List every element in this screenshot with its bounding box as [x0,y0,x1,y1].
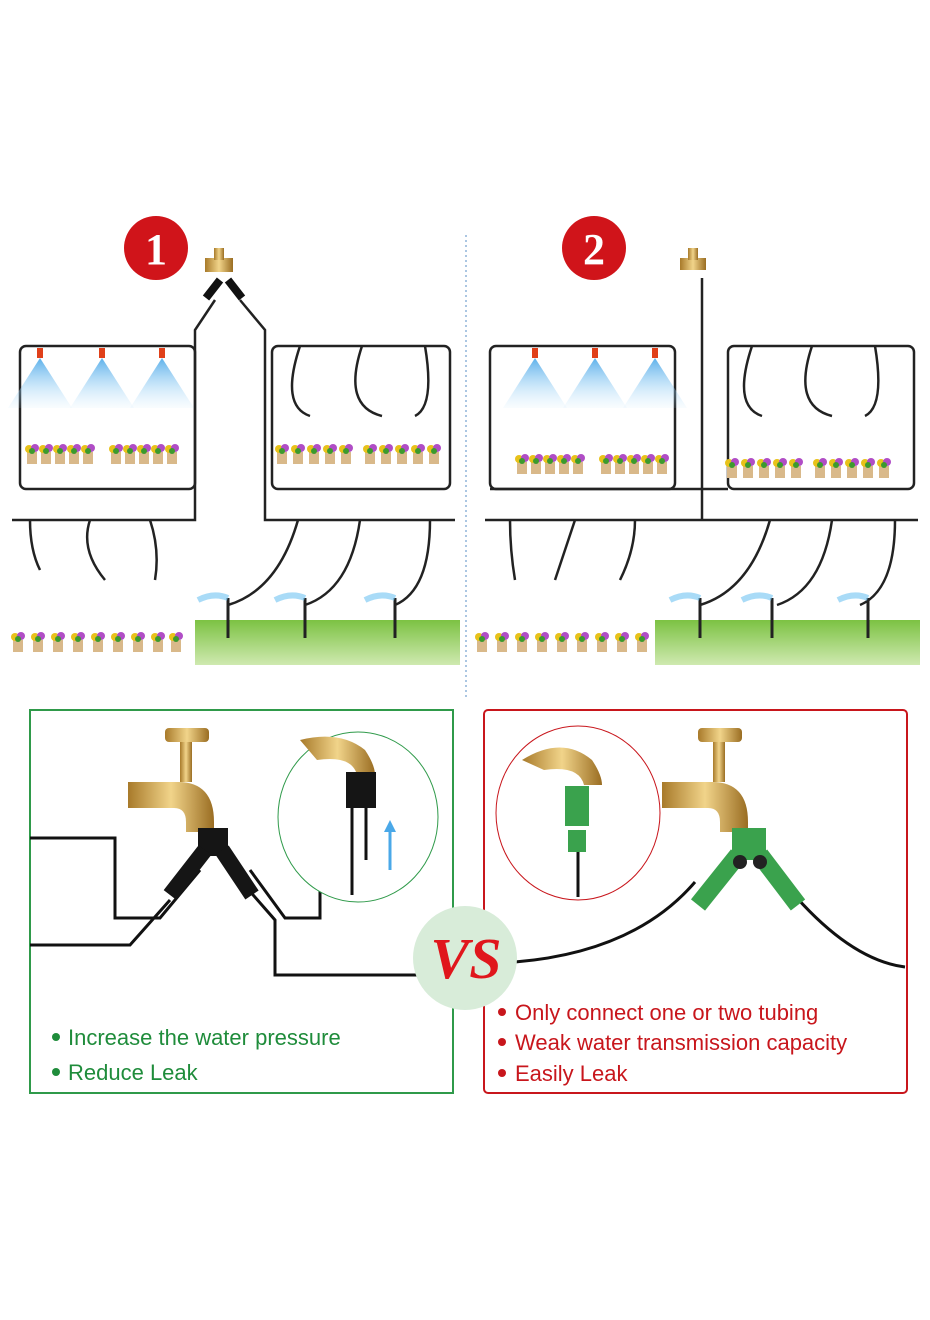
vs-text: VS [431,926,502,991]
flower-pots-1 [25,444,441,464]
drawback-text: Only connect one or two tubing [515,1000,818,1025]
faucet-icon [128,728,214,832]
flower-pots-bottom-1 [11,632,183,652]
y-splitter-icon [163,828,259,900]
grass-icon [195,620,460,665]
bullet-icon [52,1033,60,1041]
zoom-inset-black-connector [277,731,439,903]
diagram-2-layout [485,278,918,607]
benefit-text: Increase the water pressure [68,1025,341,1050]
zoom-inset-green-connector [495,725,661,901]
option-1-badge: 1 [124,216,188,280]
bullet-icon [498,1038,506,1046]
faucet-icon [205,248,233,272]
not-recommended-panel: Only connect one or two tubing Weak wate… [483,709,908,1094]
drawback-text: Weak water transmission capacity [515,1030,847,1055]
vs-badge: VS [413,906,517,1010]
benefit-text: Reduce Leak [68,1060,199,1085]
recommended-panel: Increase the water pressure Reduce Leak [29,709,454,1094]
drawback-text: Easily Leak [515,1061,629,1086]
y-splitter-icon [202,277,246,301]
bullet-icon [498,1008,506,1016]
y-splitter-icon [690,828,806,911]
faucet-icon [680,248,706,270]
option-2-number: 2 [583,225,605,274]
bullet-icon [52,1068,60,1076]
option-1-number: 1 [145,225,167,274]
option-2-badge: 2 [562,216,626,280]
diagram-1-layout [12,299,455,607]
grass-icon [655,620,920,665]
faucet-icon [662,728,748,832]
bullet-icon [498,1069,506,1077]
